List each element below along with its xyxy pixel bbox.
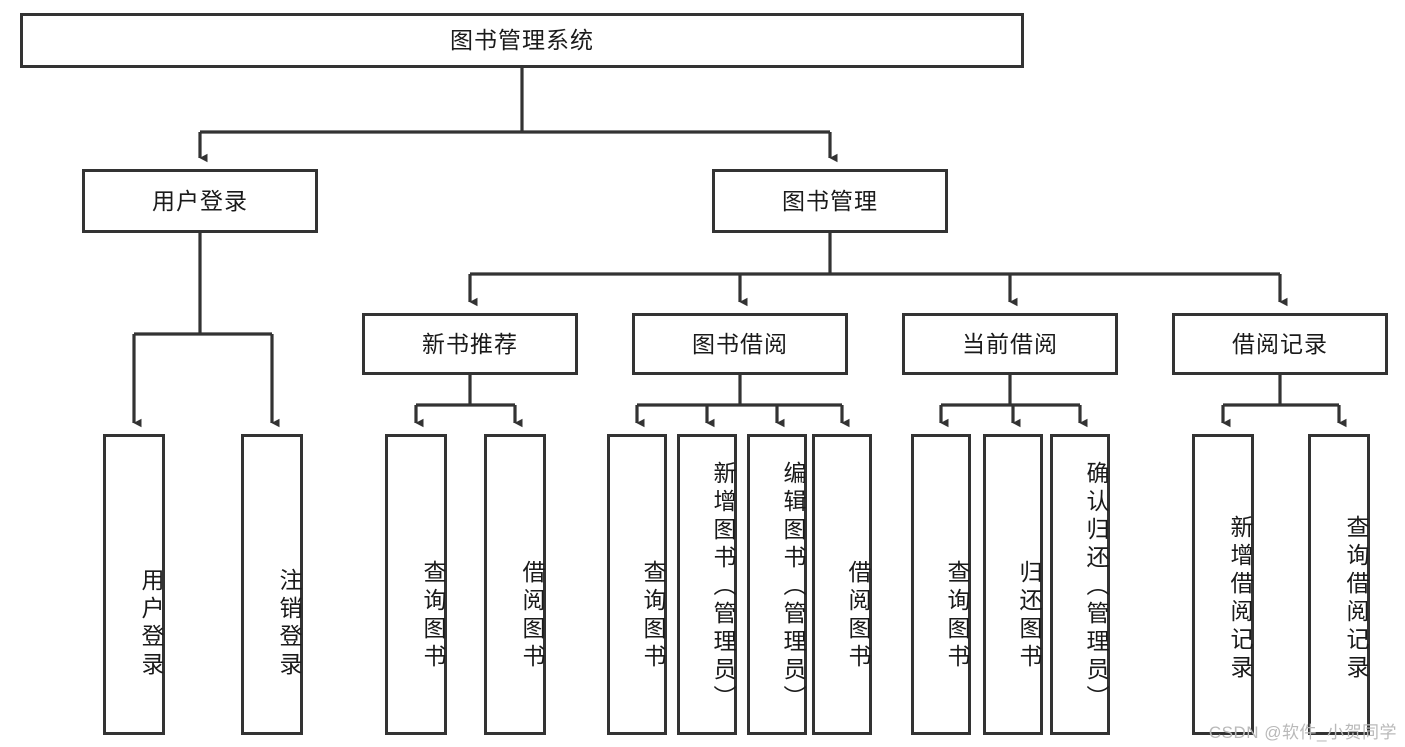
node-leaf-add-book-label: 新增图书（管理员） bbox=[710, 460, 736, 713]
node-book-manage[interactable]: 图书管理 bbox=[712, 169, 948, 233]
node-leaf-user-login-label: 用户登录 bbox=[138, 567, 164, 680]
node-leaf-add-record[interactable]: 新增借阅记录 bbox=[1192, 434, 1254, 735]
node-leaf-return-book-label: 归还图书 bbox=[1016, 559, 1042, 672]
node-leaf-logout[interactable]: 注销登录 bbox=[241, 434, 303, 735]
node-leaf-borrow-book-rec-label: 借阅图书 bbox=[519, 559, 545, 672]
node-leaf-query-book-cur-label: 查询图书 bbox=[944, 559, 970, 672]
node-leaf-confirm-return-label: 确认归还（管理员） bbox=[1083, 460, 1109, 713]
node-leaf-return-book[interactable]: 归还图书 bbox=[983, 434, 1043, 735]
node-root[interactable]: 图书管理系统 bbox=[20, 13, 1024, 68]
node-user-login-label: 用户登录 bbox=[152, 187, 248, 214]
node-book-manage-label: 图书管理 bbox=[782, 187, 878, 214]
node-book-borrow-label: 图书借阅 bbox=[692, 330, 788, 357]
node-leaf-add-record-label: 新增借阅记录 bbox=[1227, 514, 1253, 683]
node-leaf-borrow-book-brw[interactable]: 借阅图书 bbox=[812, 434, 872, 735]
node-current-borrow-label: 当前借阅 bbox=[962, 330, 1058, 357]
node-leaf-query-book-brw-label: 查询图书 bbox=[640, 559, 666, 672]
node-leaf-query-record[interactable]: 查询借阅记录 bbox=[1308, 434, 1370, 735]
watermark-text: CSDN @软件_小贺同学 bbox=[1208, 723, 1397, 742]
node-leaf-borrow-book-rec[interactable]: 借阅图书 bbox=[484, 434, 546, 735]
node-current-borrow[interactable]: 当前借阅 bbox=[902, 313, 1118, 375]
node-borrow-record-label: 借阅记录 bbox=[1232, 330, 1328, 357]
node-new-book-recommend-label: 新书推荐 bbox=[422, 330, 518, 357]
node-leaf-borrow-book-brw-label: 借阅图书 bbox=[845, 559, 871, 672]
node-leaf-query-book-brw[interactable]: 查询图书 bbox=[607, 434, 667, 735]
node-leaf-query-book-rec[interactable]: 查询图书 bbox=[385, 434, 447, 735]
node-leaf-logout-label: 注销登录 bbox=[276, 567, 302, 680]
node-new-book-recommend[interactable]: 新书推荐 bbox=[362, 313, 578, 375]
node-leaf-query-book-cur[interactable]: 查询图书 bbox=[911, 434, 971, 735]
node-leaf-query-record-label: 查询借阅记录 bbox=[1343, 514, 1369, 683]
node-book-borrow[interactable]: 图书借阅 bbox=[632, 313, 848, 375]
node-leaf-add-book[interactable]: 新增图书（管理员） bbox=[677, 434, 737, 735]
node-leaf-user-login[interactable]: 用户登录 bbox=[103, 434, 165, 735]
node-root-label: 图书管理系统 bbox=[450, 27, 594, 53]
node-user-login[interactable]: 用户登录 bbox=[82, 169, 318, 233]
node-leaf-confirm-return[interactable]: 确认归还（管理员） bbox=[1050, 434, 1110, 735]
node-leaf-edit-book[interactable]: 编辑图书（管理员） bbox=[747, 434, 807, 735]
node-leaf-query-book-rec-label: 查询图书 bbox=[420, 559, 446, 672]
node-leaf-edit-book-label: 编辑图书（管理员） bbox=[780, 460, 806, 713]
node-borrow-record[interactable]: 借阅记录 bbox=[1172, 313, 1388, 375]
